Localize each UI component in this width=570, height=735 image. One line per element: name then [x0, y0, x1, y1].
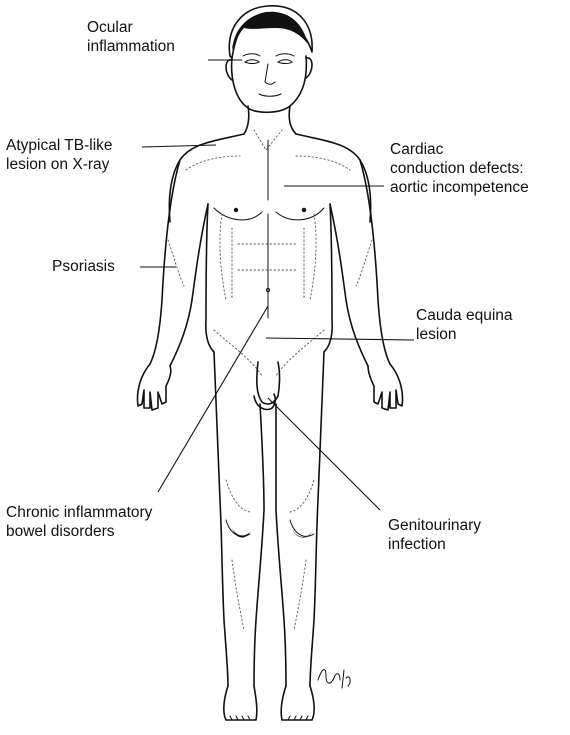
- label-line: Ocular: [87, 18, 175, 37]
- label-line: Cauda equina: [416, 306, 513, 325]
- label-psoriasis: Psoriasis: [52, 257, 115, 276]
- leader-lines: [140, 60, 414, 510]
- label-line: aortic incompetence: [390, 178, 529, 197]
- label-tb-lesion: Atypical TB-like lesion on X-ray: [6, 136, 113, 174]
- label-line: Cardiac: [390, 140, 529, 159]
- label-line: lesion: [416, 325, 513, 344]
- leader-cauda: [266, 338, 414, 340]
- label-genitourinary-infection: Genitourinary infection: [388, 516, 481, 554]
- label-line: inflammation: [87, 37, 175, 56]
- label-line: Atypical TB-like: [6, 136, 113, 155]
- artist-signature: [318, 670, 350, 688]
- label-ocular-inflammation: Ocular inflammation: [87, 18, 175, 56]
- label-cardiac-defects: Cardiac conduction defects: aortic incom…: [390, 140, 529, 197]
- torso-drawing: [169, 134, 370, 410]
- label-line: bowel disorders: [6, 522, 152, 541]
- label-line: lesion on X-ray: [6, 155, 113, 174]
- label-line: Genitourinary: [388, 516, 481, 535]
- head-drawing: [226, 6, 312, 150]
- leader-gu: [268, 398, 380, 510]
- label-line: Chronic inflammatory: [6, 503, 152, 522]
- label-line: infection: [388, 535, 481, 554]
- label-cauda-equina: Cauda equina lesion: [416, 306, 513, 344]
- label-line: conduction defects:: [390, 159, 529, 178]
- label-line: Psoriasis: [52, 257, 115, 276]
- leader-tb: [142, 145, 216, 147]
- leader-ibd: [158, 306, 268, 492]
- label-bowel-disorders: Chronic inflammatory bowel disorders: [6, 503, 152, 541]
- arms-drawing: [138, 160, 403, 410]
- legs-drawing: [214, 352, 324, 720]
